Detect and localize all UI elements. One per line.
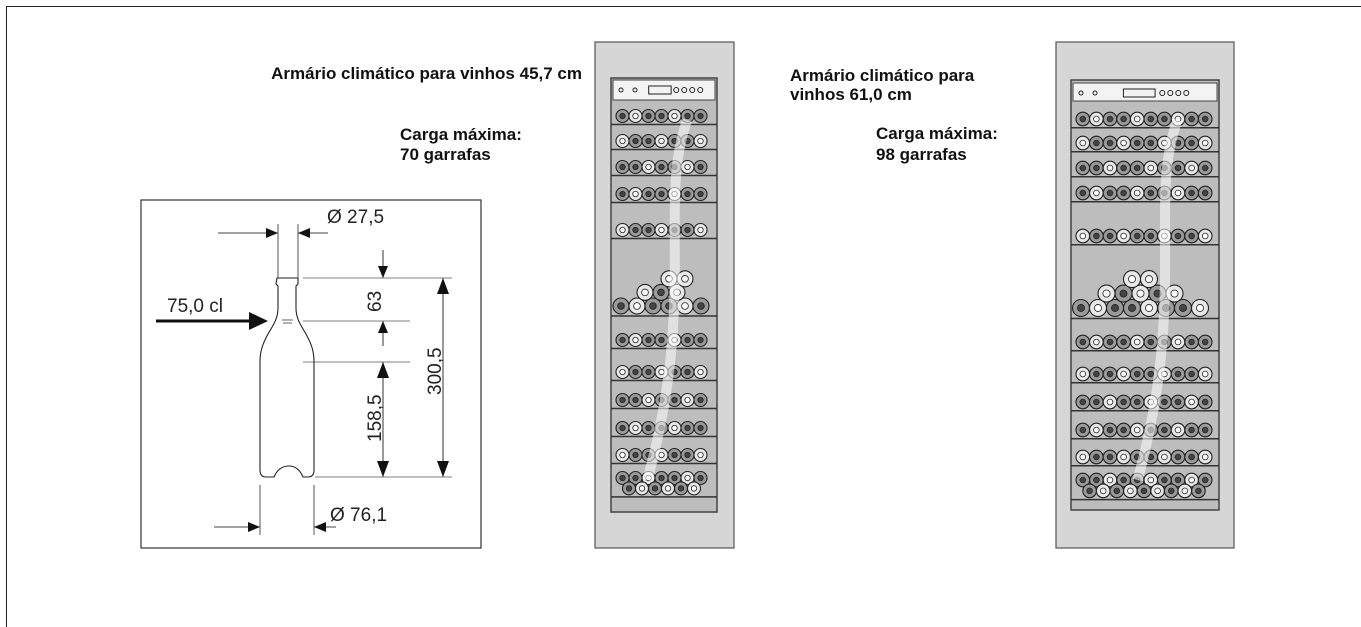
glass-reflection	[1132, 118, 1183, 482]
cabinet-small-title: Armário climático para vinhos 45,7 cm	[271, 64, 582, 83]
cabinet-large-title-line1: Armário climático para	[790, 66, 975, 85]
cabinet-61-control-panel	[1072, 82, 1218, 102]
cabinet-small-load-value: 70 garrafas	[400, 145, 491, 164]
total-height-label: 300,5	[425, 347, 446, 395]
neck-height-label: 63	[365, 291, 386, 312]
bottle-outline	[259, 277, 315, 478]
base-diameter-label: Ø 76,1	[330, 505, 387, 526]
cabinet-small-load-label: Carga máxima:	[400, 125, 522, 144]
cabinet-large-load-value: 98 garrafas	[876, 145, 967, 164]
cabinet-large-load-label: Carga máxima:	[876, 124, 998, 143]
cabinet-large-title-line2: vinhos 61,0 cm	[790, 85, 912, 104]
neck-diameter-label: Ø 27,5	[327, 207, 384, 228]
wine-cabinet-45-illustration	[594, 41, 735, 549]
volume-label: 75,0 cl	[167, 296, 223, 317]
glass-reflection	[642, 118, 693, 482]
cabinet-61-shelves	[1071, 111, 1219, 501]
cabinet-45-control-panel	[612, 79, 716, 101]
page-frame	[6, 6, 1361, 627]
body-height-label: 158,5	[365, 394, 386, 442]
cabinet-45-shelves	[611, 108, 717, 498]
wine-cabinet-61-illustration	[1055, 41, 1235, 549]
bottle-dimension-diagram: 75,0 cl Ø 27,5 Ø 76,1 63 158,5 300,5	[140, 199, 482, 549]
